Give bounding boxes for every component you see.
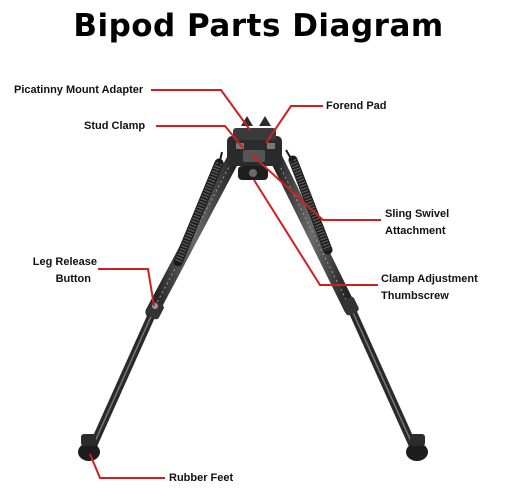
label-sling-swivel-attachment: Sling Swivel Attachment xyxy=(385,206,449,240)
leader-forend xyxy=(265,105,323,144)
leader-clamp-adjustment xyxy=(253,179,378,286)
leader-stud xyxy=(156,125,244,149)
diagram-title: Bipod Parts Diagram xyxy=(73,8,444,44)
label-leg-release-line-1: Leg Release xyxy=(32,256,97,268)
label-clamp-adjustment-thumbscrew: Clamp Adjustment Thumbscrew xyxy=(381,271,478,305)
label-picatinny-mount-adapter: Picatinny Mount Adapter xyxy=(14,84,144,96)
rubber-feet xyxy=(78,434,428,461)
leader-lines xyxy=(89,89,381,479)
left-spring xyxy=(173,151,224,267)
label-stud-clamp: Stud Clamp xyxy=(84,120,146,132)
leader-rubber-feet xyxy=(89,453,165,479)
label-rubber-feet: Rubber Feet xyxy=(169,472,234,484)
rubber-foot-right xyxy=(406,443,428,461)
label-sling-line-2: Attachment xyxy=(385,225,446,237)
left-leg xyxy=(88,143,245,452)
bipod-head xyxy=(227,116,282,180)
label-forend-pad: Forend Pad xyxy=(326,100,387,112)
label-clamp-line-1: Clamp Adjustment xyxy=(381,273,478,285)
leader-sling xyxy=(251,154,381,221)
label-leg-release-line-2: Button xyxy=(55,273,91,285)
leader-picatinny xyxy=(151,89,251,131)
leader-leg-release xyxy=(98,268,155,307)
rubber-foot-left xyxy=(78,443,100,461)
right-leg xyxy=(265,143,418,452)
right-spring xyxy=(285,149,333,255)
label-leg-release-button: Leg Release Button xyxy=(22,254,97,288)
label-clamp-line-2: Thumbscrew xyxy=(381,290,449,302)
label-sling-line-1: Sling Swivel xyxy=(385,208,450,220)
